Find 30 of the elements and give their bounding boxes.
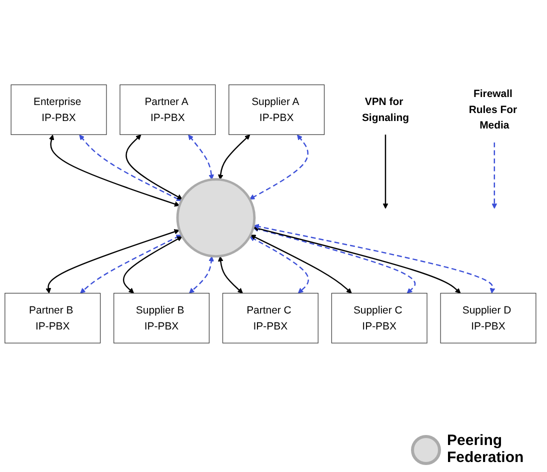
arrow [48, 134, 180, 207]
arrow [126, 134, 183, 200]
arrow [79, 134, 182, 202]
arrow [253, 226, 416, 294]
arrow [250, 234, 352, 294]
arrow [382, 134, 388, 209]
arrow [249, 134, 308, 200]
node-box: Partner A IP-PBX [120, 84, 216, 135]
arrow [80, 234, 182, 294]
legend-label: Peering Federation [447, 433, 525, 466]
node-box: Supplier D IP-PBX [440, 292, 536, 344]
node-box: Enterprise IP-PBX [10, 84, 107, 135]
node-box: Supplier C IP-PBX [331, 292, 428, 344]
node-box: Supplier B IP-PBX [114, 292, 210, 344]
arrow [492, 142, 498, 209]
node-box: Partner C IP-PBX [222, 292, 318, 344]
arrow [254, 224, 496, 294]
arrow [188, 134, 214, 180]
arrow [250, 236, 309, 294]
node-text: Firewall Rules For Media [468, 88, 518, 132]
node-text: VPN for Signaling [362, 96, 410, 124]
arrow [218, 256, 243, 294]
arrow [122, 236, 182, 294]
node-box: Supplier A IP-PBX [228, 84, 325, 135]
node-circle [176, 178, 256, 258]
node-box: Partner B IP-PBX [4, 292, 101, 344]
arrow [218, 134, 250, 180]
arrow [189, 256, 214, 294]
arrow [46, 229, 180, 294]
arrow [253, 226, 461, 294]
